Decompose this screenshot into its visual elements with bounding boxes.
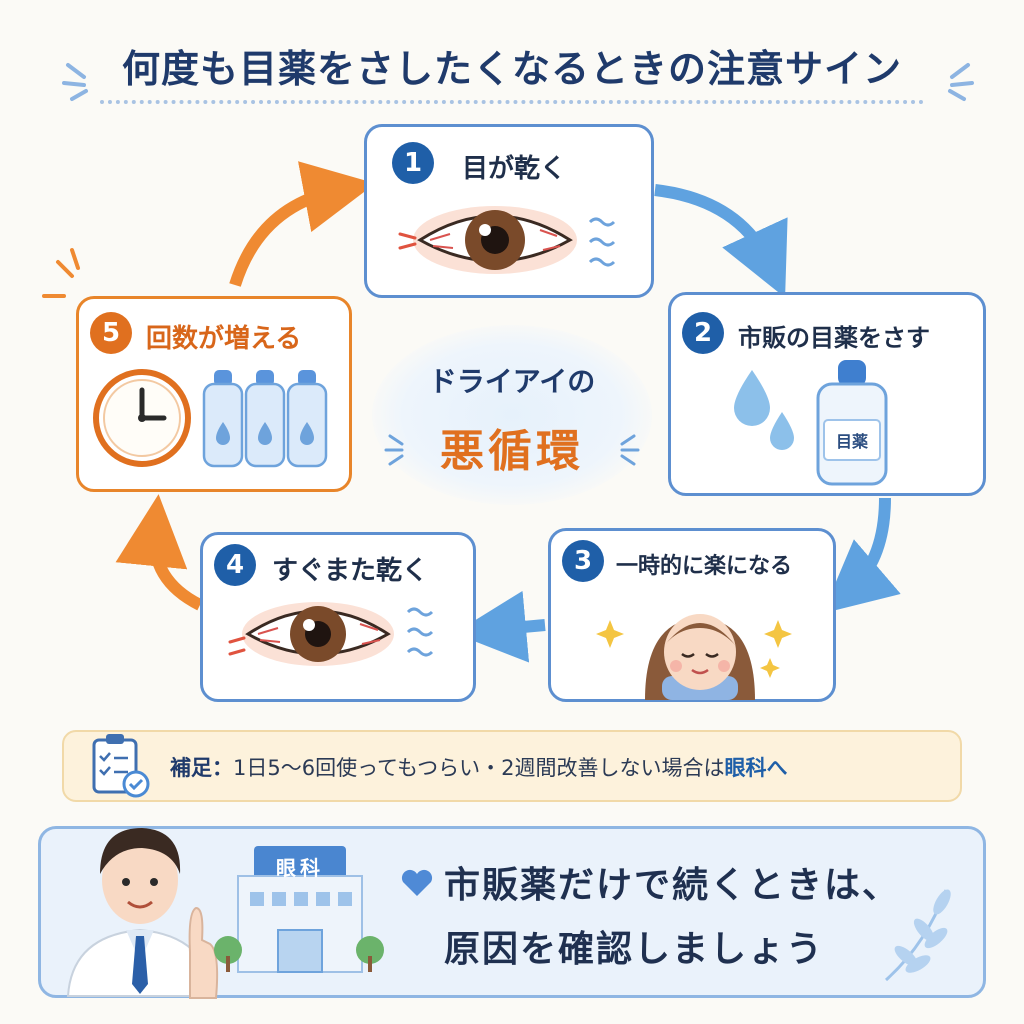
step-number-2: 2 — [682, 312, 724, 354]
clock-icon — [93, 369, 191, 467]
step-label-4: すぐまた乾く — [272, 556, 429, 586]
center-sparkle-icon — [384, 434, 640, 466]
message-line-2: 原因を確認しましょう — [444, 929, 825, 970]
drops-icon — [734, 370, 794, 450]
message-line-1: 市販薬だけで続くときは、 — [444, 865, 901, 906]
clinic-sign: 眼科 — [276, 856, 324, 880]
note-body: 1日5〜6回使ってもつらい・2週間改善しない場合は — [233, 756, 725, 780]
page-title: 何度も目薬をさしたくなるときの注意サイン — [121, 47, 902, 91]
center-title: 悪循環 — [440, 426, 584, 477]
step-label-1: 目が乾く — [462, 154, 567, 184]
emphasis-lines — [42, 248, 80, 298]
step-number-4: 4 — [214, 544, 256, 586]
relieved-woman-icon — [596, 614, 792, 700]
step-label-3: 一時的に楽になる — [616, 554, 793, 579]
step-label-2: 市販の目薬をさす — [738, 324, 930, 352]
note-label: 補足： — [170, 756, 233, 780]
sparkle-right-icon — [948, 63, 974, 101]
arrow-2-to-3 — [822, 497, 901, 614]
clinic-building-icon — [214, 846, 384, 973]
eye-drop-bottle-icon — [816, 360, 888, 486]
note-highlight: 眼科へ — [724, 756, 788, 780]
arrow-5-to-1 — [229, 161, 376, 287]
step-number-3: 3 — [562, 540, 604, 582]
dry-eye-icon — [398, 206, 616, 274]
note-box — [62, 730, 962, 802]
doctor-icon — [66, 828, 219, 999]
multiple-bottles-icon — [202, 370, 328, 468]
center-cloud — [372, 325, 652, 505]
bottle-label: 目薬 — [835, 432, 868, 451]
title-divider — [100, 100, 924, 104]
step-label-5: 回数が増える — [146, 324, 302, 354]
note-text: 補足：1日5〜6回使ってもつらい・2週間改善しない場合は眼科へ — [170, 752, 788, 782]
center-subtitle: ドライアイの — [428, 365, 596, 398]
step-number-5: 5 — [90, 312, 132, 354]
clipboard-check-icon — [92, 734, 150, 798]
dry-eye-again-icon — [228, 602, 434, 666]
arrow-4-to-5 — [115, 494, 203, 611]
sparkle-left-icon — [62, 63, 88, 101]
step-number-1: 1 — [392, 142, 434, 184]
arrow-3-to-4 — [454, 590, 546, 663]
leaf-decoration-icon — [884, 889, 951, 982]
arrow-1-to-2 — [654, 184, 788, 298]
heart-icon — [401, 869, 433, 896]
